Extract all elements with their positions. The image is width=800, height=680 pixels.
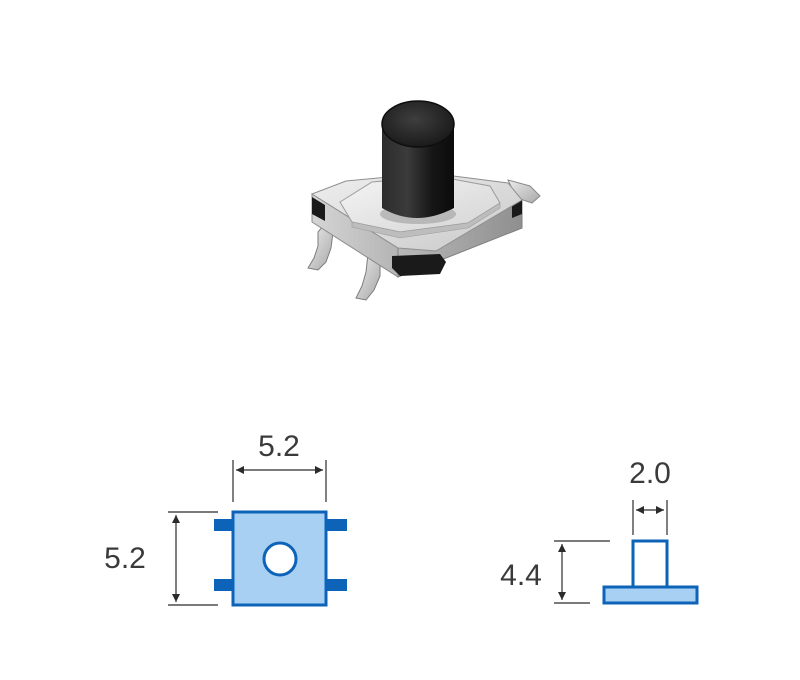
side-view-diagram: 2.0 4.4 [500, 457, 699, 605]
top-view-height-dimension: 5.2 [104, 511, 218, 606]
switch-corner-notch-front [392, 254, 446, 276]
top-view-terminal-top-right [326, 519, 347, 531]
top-view-width-dimension: 5.2 [232, 430, 327, 502]
top-view-diagram: 5.2 5.2 [104, 430, 347, 607]
side-view-height-label: 4.4 [500, 559, 542, 592]
side-view-base [602, 585, 699, 605]
tact-switch-3d-illustration [307, 100, 541, 301]
switch-corner-notch-left [312, 197, 325, 221]
top-view-terminal-bottom-left [214, 579, 235, 591]
side-view-stem-width-label: 2.0 [629, 457, 671, 490]
top-view-actuator-circle [262, 541, 298, 577]
switch-lead-front-left [307, 225, 334, 271]
top-view-terminal-top-left [214, 519, 235, 531]
actuator-top [382, 101, 454, 147]
switch-plate-edge [351, 202, 501, 239]
top-view-width-label: 5.2 [258, 430, 300, 463]
actuator-body [382, 126, 454, 218]
side-view-stem-width-dimension: 2.0 [629, 457, 671, 535]
actuator-top-rim [381, 100, 455, 148]
top-view-height-label: 5.2 [104, 542, 146, 575]
side-view-height-dimension: 4.4 [500, 540, 610, 604]
side-view-stem [631, 539, 669, 589]
top-view-terminal-bottom-right [326, 579, 347, 591]
